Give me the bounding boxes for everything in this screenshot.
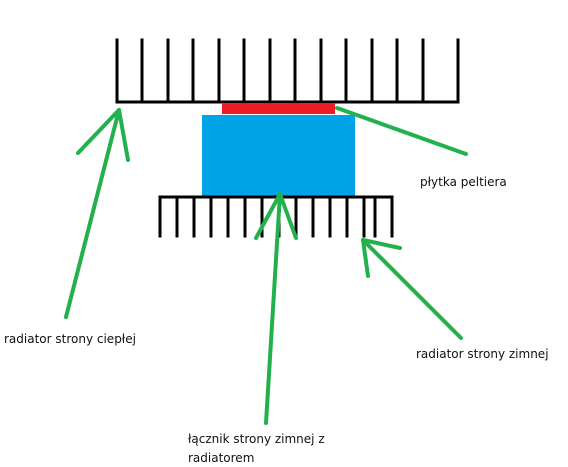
arrow-cold-heatsink [361,238,463,340]
label-cold-connector-line2: radiatorem [188,451,254,465]
label-hot-heatsink: radiator strony ciepłej [4,332,136,346]
peltier-plate [222,103,335,114]
arrow-peltier-plate [335,106,468,156]
hot-side-heatsink [115,38,460,104]
label-cold-connector-line1: łącznik strony zimnej z [188,432,325,446]
arrow-cold-connector [254,192,298,425]
arrow-hot-heatsink [64,108,130,319]
label-cold-heatsink: radiator strony zimnej [416,347,549,361]
label-peltier-plate: płytka peltiera [420,175,507,189]
cold-side-connector-block [202,115,355,197]
